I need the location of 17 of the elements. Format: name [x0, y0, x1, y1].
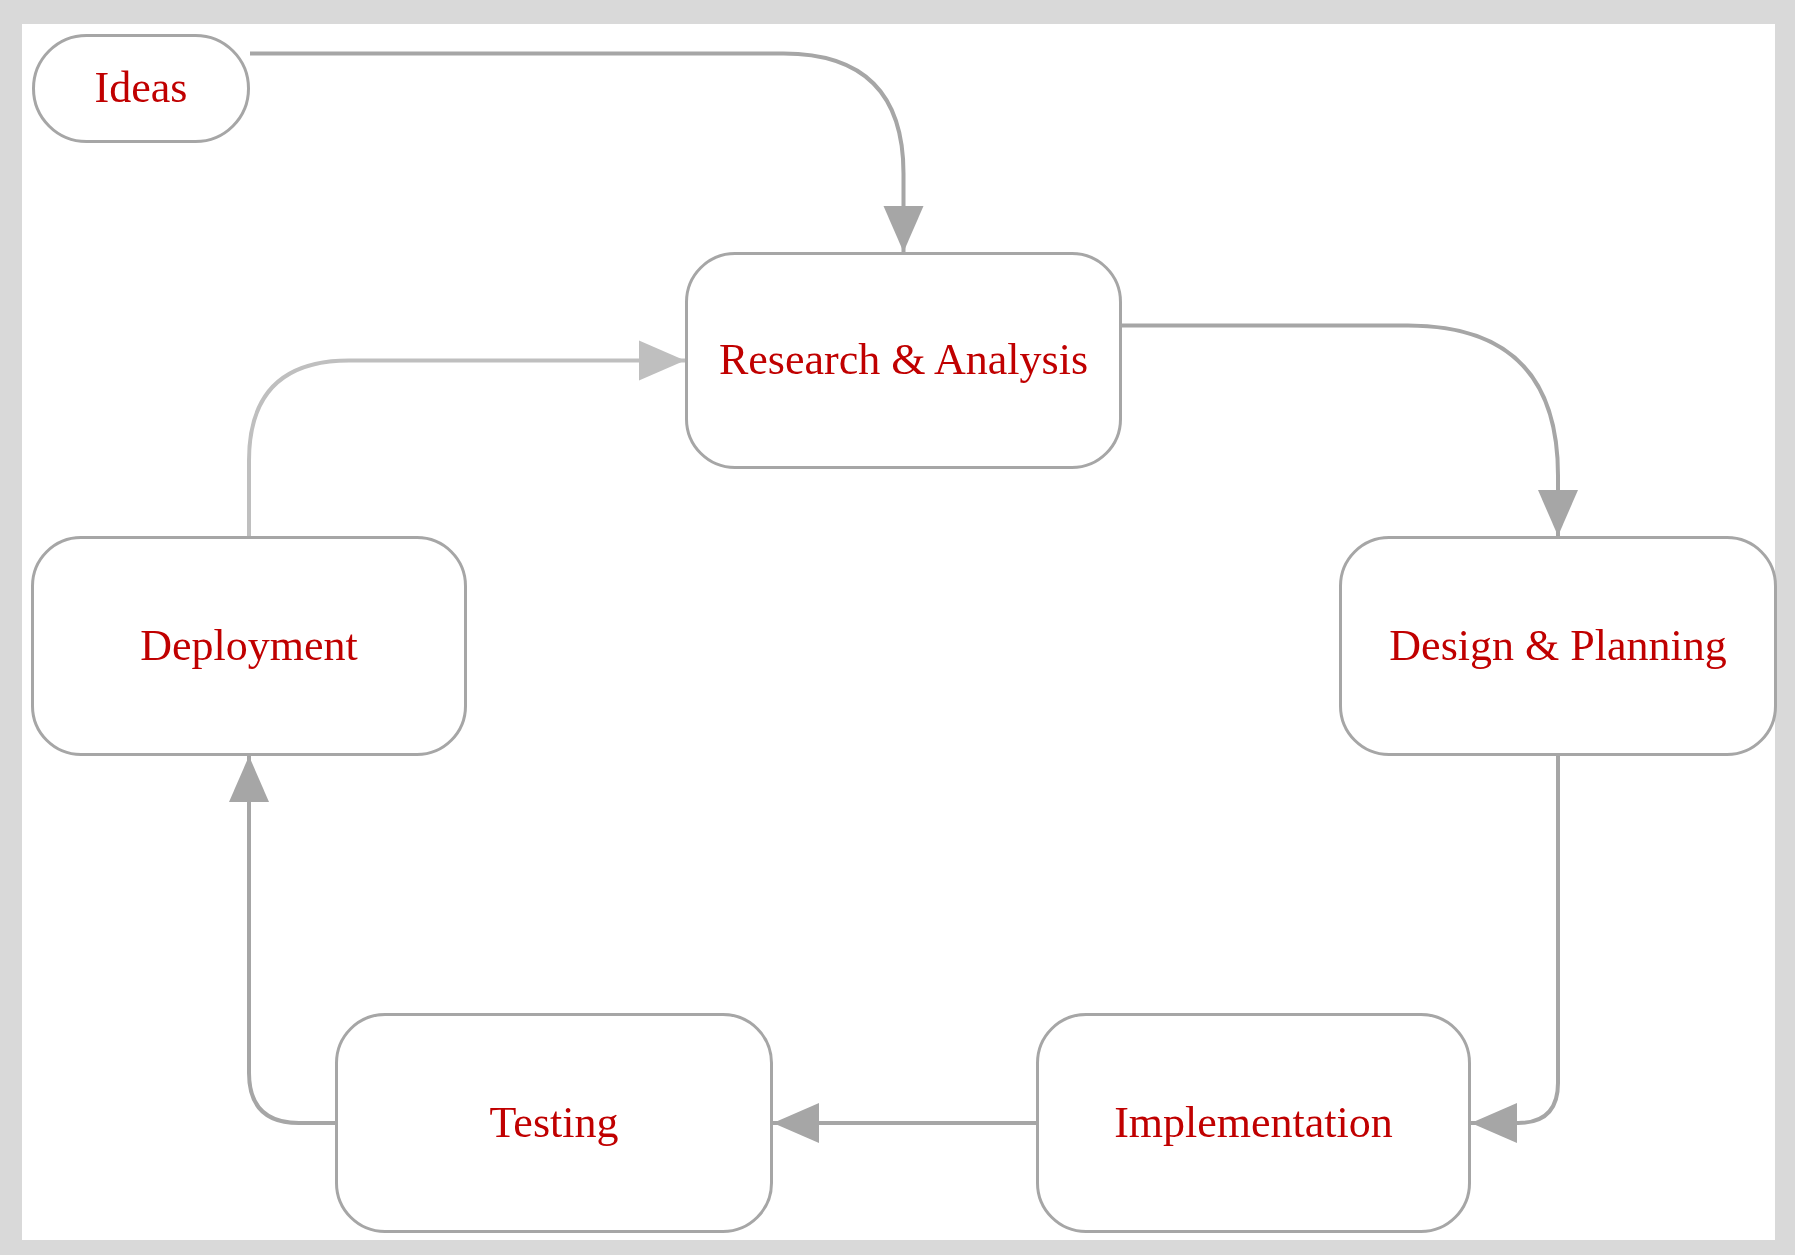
arrow — [773, 1103, 1036, 1143]
process-box — [1036, 1013, 1471, 1233]
node-label: Design & Planning — [1388, 619, 1728, 672]
node-label: Testing — [488, 1096, 620, 1149]
arrow — [229, 756, 335, 1125]
process-box — [31, 536, 467, 756]
arrow — [247, 340, 685, 536]
arrow — [1471, 756, 1560, 1143]
node-label: Implementation — [1113, 1096, 1394, 1149]
node-label: Research & Analysis — [717, 334, 1089, 387]
node-label: Deployment — [139, 619, 359, 672]
arrow — [250, 51, 924, 252]
node-label: Ideas — [93, 62, 189, 115]
process-box — [685, 252, 1122, 469]
process-box — [1339, 536, 1777, 756]
arrow — [1122, 323, 1578, 536]
process-box — [335, 1013, 773, 1233]
